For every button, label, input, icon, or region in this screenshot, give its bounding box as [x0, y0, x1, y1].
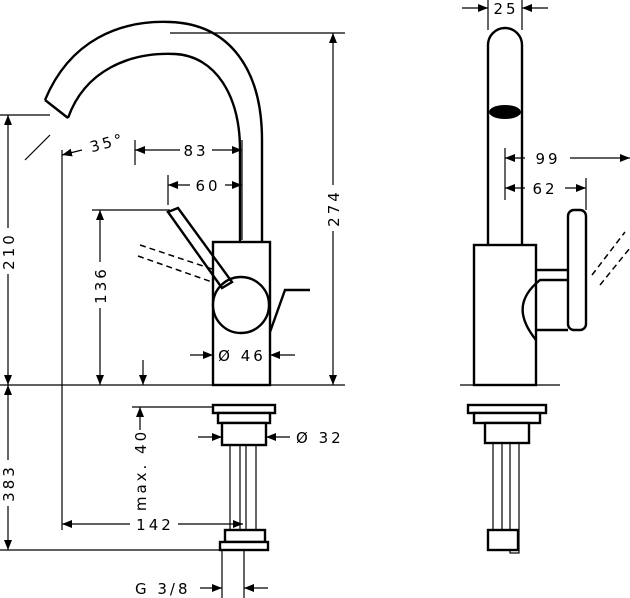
lever [166, 206, 234, 290]
side-body [472, 243, 538, 387]
dim-142: 142 [136, 516, 174, 534]
spout-outer [43, 20, 264, 242]
dim-35-degrees: 35° [88, 130, 127, 157]
lever-alt-position [137, 244, 216, 283]
spout-inner [66, 52, 242, 242]
dim-62: 62 [532, 180, 557, 198]
drain-rod [268, 288, 310, 333]
dim-diameter-32: Ø 32 [296, 429, 344, 447]
dim-60: 60 [195, 177, 220, 195]
dim-210: 210 [0, 232, 18, 270]
handle-hub [211, 275, 271, 335]
dim-diameter-46: Ø 46 [218, 347, 266, 365]
side-lever [566, 208, 588, 332]
side-view: 25 99 62 [460, 0, 630, 554]
dim-274: 274 [325, 189, 343, 227]
dim-383: 383 [0, 464, 18, 502]
dim-max-40: max. 40 [132, 429, 150, 511]
front-view: 274 210 383 136 35° 83 60 Ø 46 max. 40 [0, 20, 345, 598]
side-lever-alt [591, 231, 630, 286]
dim-25: 25 [493, 0, 518, 18]
dim-thread-g38: G 3/8 [135, 580, 191, 598]
spout-tube [486, 26, 524, 245]
aerator [489, 105, 521, 119]
dim-99: 99 [535, 150, 560, 168]
dim-136: 136 [92, 266, 110, 304]
handle-neck [521, 268, 568, 341]
dim-83: 83 [183, 142, 208, 160]
